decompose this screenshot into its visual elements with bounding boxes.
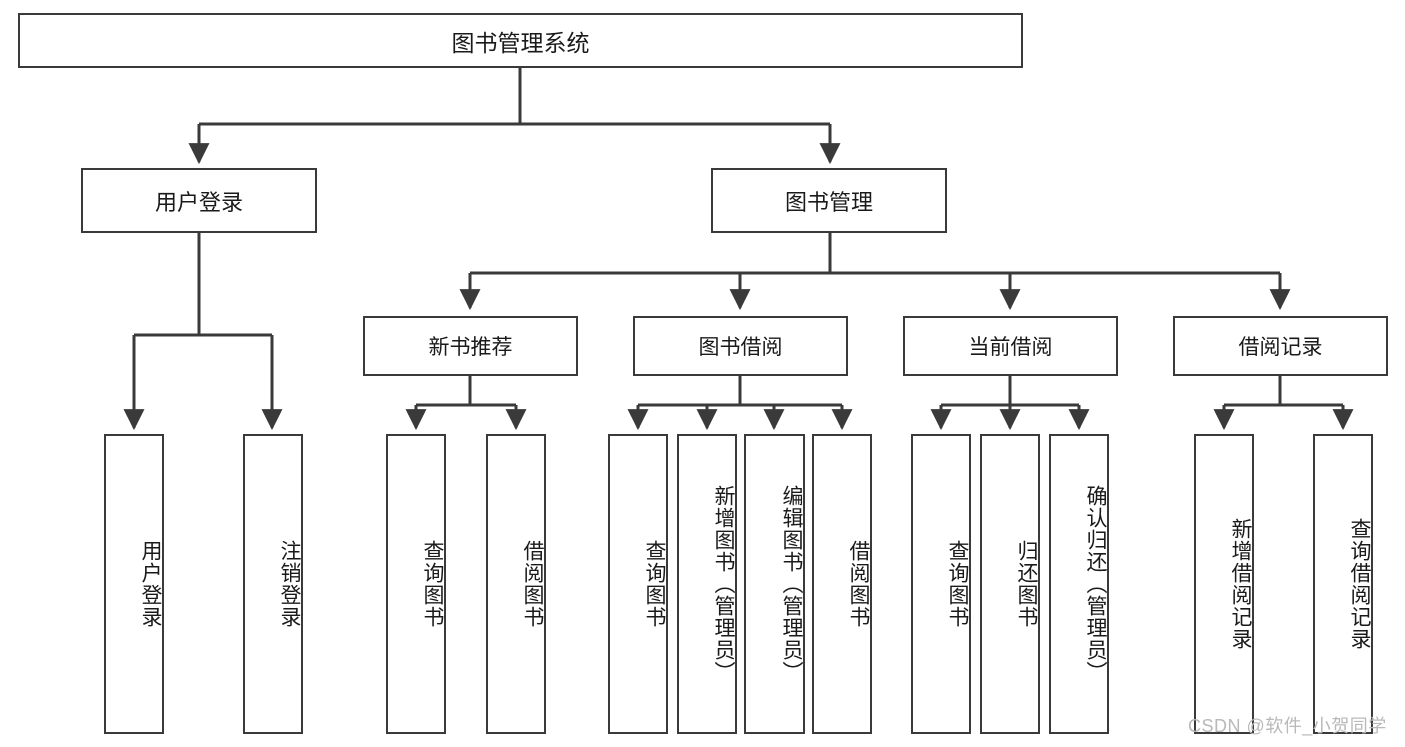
node-user-login[interactable]: 用户登录: [81, 168, 317, 233]
leaf-cb-return-book-label: 归还图书: [1015, 540, 1038, 628]
leaf-cb-confirm-return-label: 确认归还（管理员）: [1084, 485, 1107, 683]
leaf-nb-query-book[interactable]: 查询图书: [386, 434, 446, 734]
leaf-bb-edit-book-label: 编辑图书（管理员）: [780, 485, 803, 683]
node-current-borrow[interactable]: 当前借阅: [903, 316, 1118, 376]
node-new-book-recommend[interactable]: 新书推荐: [363, 316, 578, 376]
leaf-bb-add-book[interactable]: 新增图书（管理员）: [677, 434, 737, 734]
leaf-logout-label: 注销登录: [278, 540, 301, 628]
node-book-manage[interactable]: 图书管理: [711, 168, 947, 233]
leaf-cb-query-book-label: 查询图书: [946, 540, 969, 628]
leaf-user-login-label: 用户登录: [139, 540, 162, 628]
node-book-manage-label: 图书管理: [784, 189, 873, 215]
leaf-nb-borrow-book[interactable]: 借阅图书: [486, 434, 546, 734]
leaf-bb-query-book[interactable]: 查询图书: [608, 434, 668, 734]
node-new-book-recommend-label: 新书推荐: [428, 336, 513, 359]
leaf-bb-query-book-label: 查询图书: [643, 540, 666, 628]
csdn-watermark: CSDN @软件_小贺同学: [1188, 716, 1387, 736]
node-current-borrow-label: 当前借阅: [968, 336, 1053, 359]
leaf-bb-borrow-book[interactable]: 借阅图书: [812, 434, 872, 734]
leaf-nb-query-book-label: 查询图书: [421, 540, 444, 628]
leaf-br-add-record-label: 新增借阅记录: [1229, 518, 1252, 650]
leaf-br-query-record[interactable]: 查询借阅记录: [1313, 434, 1373, 734]
node-root-label: 图书管理系统: [451, 29, 590, 56]
leaf-cb-return-book[interactable]: 归还图书: [980, 434, 1040, 734]
node-root[interactable]: 图书管理系统: [18, 13, 1023, 68]
leaf-br-add-record[interactable]: 新增借阅记录: [1194, 434, 1254, 734]
leaf-br-query-record-label: 查询借阅记录: [1348, 518, 1371, 650]
node-borrow-record-label: 借阅记录: [1238, 336, 1323, 359]
node-user-login-label: 用户登录: [154, 189, 243, 215]
leaf-user-login[interactable]: 用户登录: [104, 434, 164, 734]
leaf-bb-add-book-label: 新增图书（管理员）: [712, 485, 735, 683]
leaf-bb-edit-book[interactable]: 编辑图书（管理员）: [744, 434, 805, 734]
node-borrow-record[interactable]: 借阅记录: [1173, 316, 1388, 376]
leaf-nb-borrow-book-label: 借阅图书: [521, 540, 544, 628]
leaf-bb-borrow-book-label: 借阅图书: [847, 540, 870, 628]
leaf-logout[interactable]: 注销登录: [243, 434, 303, 734]
leaf-cb-query-book[interactable]: 查询图书: [911, 434, 971, 734]
node-book-borrow-label: 图书借阅: [698, 336, 783, 359]
node-book-borrow[interactable]: 图书借阅: [633, 316, 848, 376]
leaf-cb-confirm-return[interactable]: 确认归还（管理员）: [1049, 434, 1109, 734]
